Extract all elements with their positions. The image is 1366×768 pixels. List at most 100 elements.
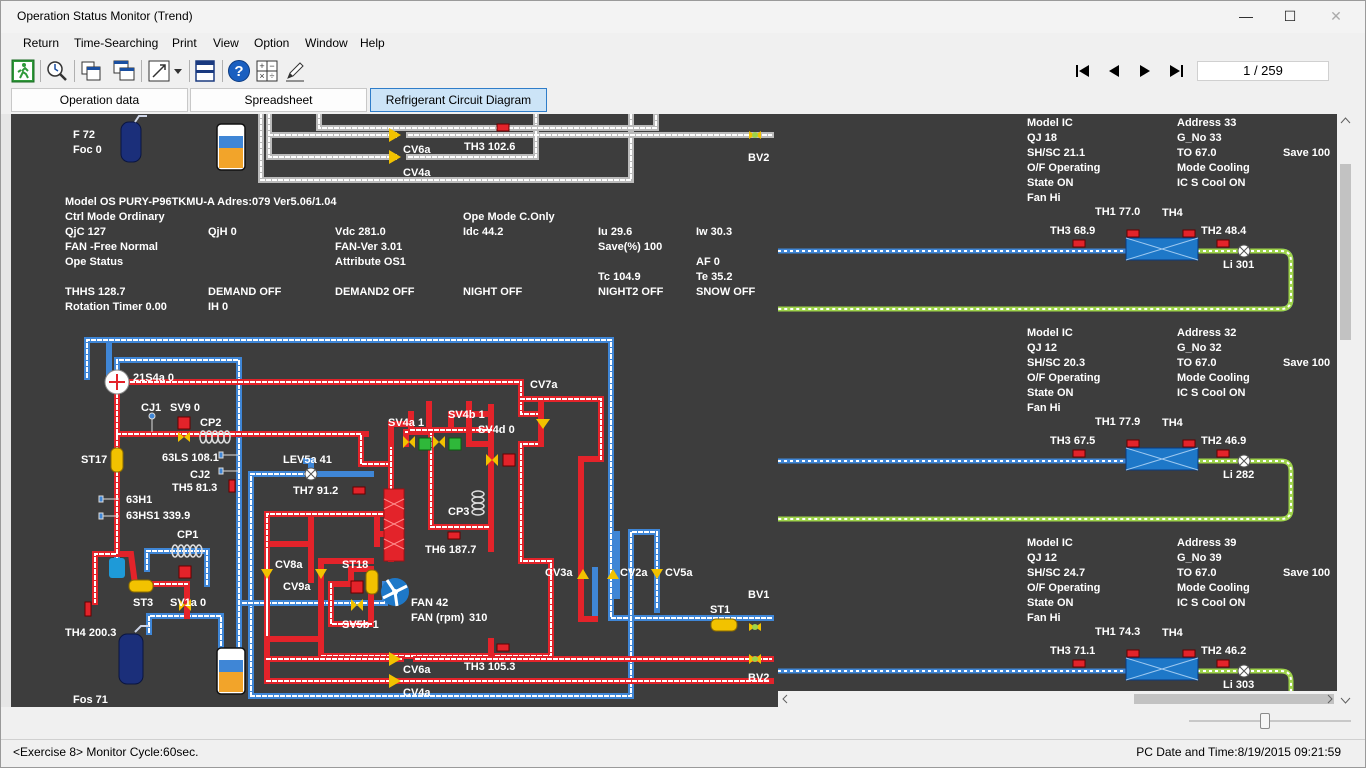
exit-icon[interactable] xyxy=(10,58,36,84)
oil-separator-icon xyxy=(109,558,125,578)
label-th3-top: TH3 102.6 xyxy=(464,141,515,153)
help-icon[interactable]: ? xyxy=(226,58,252,84)
title-bar: Operation Status Monitor (Trend) — ☐ ✕ xyxy=(1,1,1365,33)
iu2-address: Address 32 xyxy=(1177,327,1236,339)
vertical-scroll-thumb[interactable] xyxy=(1340,164,1351,340)
status-bar: <Exercise 8> Monitor Cycle:60sec. PC Dat… xyxy=(1,739,1365,767)
info-rotation-timer: Rotation Timer 0.00 xyxy=(65,301,167,313)
calculator-icon[interactable]: +−×÷ xyxy=(254,58,280,84)
info-night2: NIGHT2 OFF xyxy=(598,286,664,298)
iu1-th2: TH2 48.4 xyxy=(1201,225,1247,237)
strainer-st18-icon xyxy=(365,569,379,595)
label-fan-rpm: FAN (rpm) xyxy=(411,612,465,624)
iu2-to: TO 67.0 xyxy=(1177,357,1217,369)
label-sv4b: SV4b 1 xyxy=(448,409,485,421)
iu1-to: TO 67.0 xyxy=(1177,147,1217,159)
tab-spreadsheet[interactable]: Spreadsheet xyxy=(190,88,367,112)
iu2-th3: TH3 67.5 xyxy=(1050,435,1095,447)
toolbar-separator xyxy=(40,60,41,82)
iu3-mode: Mode Cooling xyxy=(1177,582,1250,594)
prev-page-icon[interactable] xyxy=(1104,62,1124,80)
label-fan: FAN 42 xyxy=(411,597,448,609)
label-st17: ST17 xyxy=(81,454,107,466)
circuit-diagram: F 72 Foc 0 CV6a CV4a TH3 102.6 BV2 Model… xyxy=(65,114,1330,706)
zoom-slider[interactable] xyxy=(1189,713,1351,729)
maximize-button[interactable]: ☐ xyxy=(1283,7,1297,24)
scroll-right-icon[interactable] xyxy=(1323,691,1337,707)
info-fan: FAN -Free Normal xyxy=(65,241,158,253)
scroll-left-icon[interactable] xyxy=(778,691,792,707)
menu-help[interactable]: Help xyxy=(360,36,385,50)
svg-text:−: − xyxy=(269,61,274,71)
label-fan-rpm-value: 310 xyxy=(469,612,487,624)
toolbar-separator xyxy=(74,60,75,82)
outdoor-top-labels: F 72 Foc 0 CV6a CV4a TH3 102.6 BV2 xyxy=(73,129,769,179)
pipes-white xyxy=(258,114,774,183)
info-ope-status: Ope Status xyxy=(65,256,123,268)
dropdown-arrow-icon[interactable] xyxy=(171,58,185,84)
page-counter[interactable]: 1 / 259 xyxy=(1197,61,1329,81)
iu2-mode: Mode Cooling xyxy=(1177,372,1250,384)
menu-return[interactable]: Return xyxy=(23,36,60,50)
iu2-fan: Fan Hi xyxy=(1027,402,1061,414)
iu3-fan: Fan Hi xyxy=(1027,612,1061,624)
iu3-of: O/F Operating xyxy=(1027,582,1100,594)
label-cv9a: CV9a xyxy=(283,581,311,593)
lev-icon xyxy=(304,467,318,481)
tab-bar: Operation data Spreadsheet Refrigerant C… xyxy=(1,87,1365,113)
label-th4: TH4 200.3 xyxy=(65,627,116,639)
temperature-sensors xyxy=(84,123,510,652)
info-snow: SNOW OFF xyxy=(696,286,756,298)
menu-option[interactable]: Option xyxy=(254,36,290,50)
indoor-heat-exchanger-2 xyxy=(1125,447,1199,471)
info-fan-ver: FAN-Ver 3.01 xyxy=(335,241,402,253)
toolbar-separator xyxy=(141,60,142,82)
label-63ls: 63LS 108.1 xyxy=(162,452,219,464)
tab-refrigerant-circuit-diagram[interactable]: Refrigerant Circuit Diagram xyxy=(370,88,547,112)
cascade-window-icon[interactable] xyxy=(111,58,137,84)
first-page-icon[interactable] xyxy=(1073,62,1093,80)
menu-window[interactable]: Window xyxy=(305,36,348,50)
info-qjc: QjC 127 xyxy=(65,226,106,238)
iu1-of: O/F Operating xyxy=(1027,162,1100,174)
iu3-shsc: SH/SC 24.7 xyxy=(1027,567,1085,579)
time-search-icon[interactable] xyxy=(44,58,70,84)
horizontal-scroll-thumb[interactable] xyxy=(1134,694,1334,704)
iu2-ics: IC S Cool ON xyxy=(1177,387,1246,399)
label-cv3a: CV3a xyxy=(545,567,573,579)
label-fos: Fos 71 xyxy=(73,694,108,706)
info-tc: Tc 104.9 xyxy=(598,271,641,283)
menu-time-searching[interactable]: Time-Searching xyxy=(74,36,159,50)
scroll-up-icon[interactable] xyxy=(1337,114,1354,128)
iu2-of: O/F Operating xyxy=(1027,372,1100,384)
split-view-icon[interactable] xyxy=(192,58,218,84)
graph-scale-icon[interactable] xyxy=(146,58,172,84)
close-button[interactable]: ✕ xyxy=(1330,7,1342,24)
outdoor-model: Model OS PURY-P96TKMU-A Adres:079 Ver5.0… xyxy=(65,196,337,208)
iu2-th1: TH1 77.9 xyxy=(1095,416,1140,428)
menu-view[interactable]: View xyxy=(213,36,239,50)
next-page-icon[interactable] xyxy=(1135,62,1155,80)
iu1-li: Li 301 xyxy=(1223,259,1254,271)
tab-operation-data[interactable]: Operation data xyxy=(11,88,188,112)
label-th6: TH6 187.7 xyxy=(425,544,476,556)
vertical-scrollbar[interactable] xyxy=(1337,114,1354,707)
info-save: Save(%) 100 xyxy=(598,241,662,253)
strainer-st1-icon xyxy=(710,618,738,632)
minimize-button[interactable]: — xyxy=(1239,8,1253,24)
label-sv4a: SV4a 1 xyxy=(388,417,424,429)
zoom-slider-thumb[interactable] xyxy=(1260,713,1270,729)
capillary-cp3-icon xyxy=(471,490,485,516)
iu3-model: Model IC xyxy=(1027,537,1073,549)
pen-icon[interactable] xyxy=(282,58,308,84)
last-page-icon[interactable] xyxy=(1166,62,1186,80)
fan-icon xyxy=(381,578,409,607)
label-bv1: BV1 xyxy=(748,589,769,601)
scroll-down-icon[interactable] xyxy=(1337,693,1354,707)
horizontal-scrollbar[interactable] xyxy=(778,691,1337,707)
menu-print[interactable]: Print xyxy=(172,36,197,50)
copy-window-icon[interactable] xyxy=(78,58,104,84)
compressor-top-icon xyxy=(120,115,147,163)
capillary-cp1-icon xyxy=(171,544,203,558)
